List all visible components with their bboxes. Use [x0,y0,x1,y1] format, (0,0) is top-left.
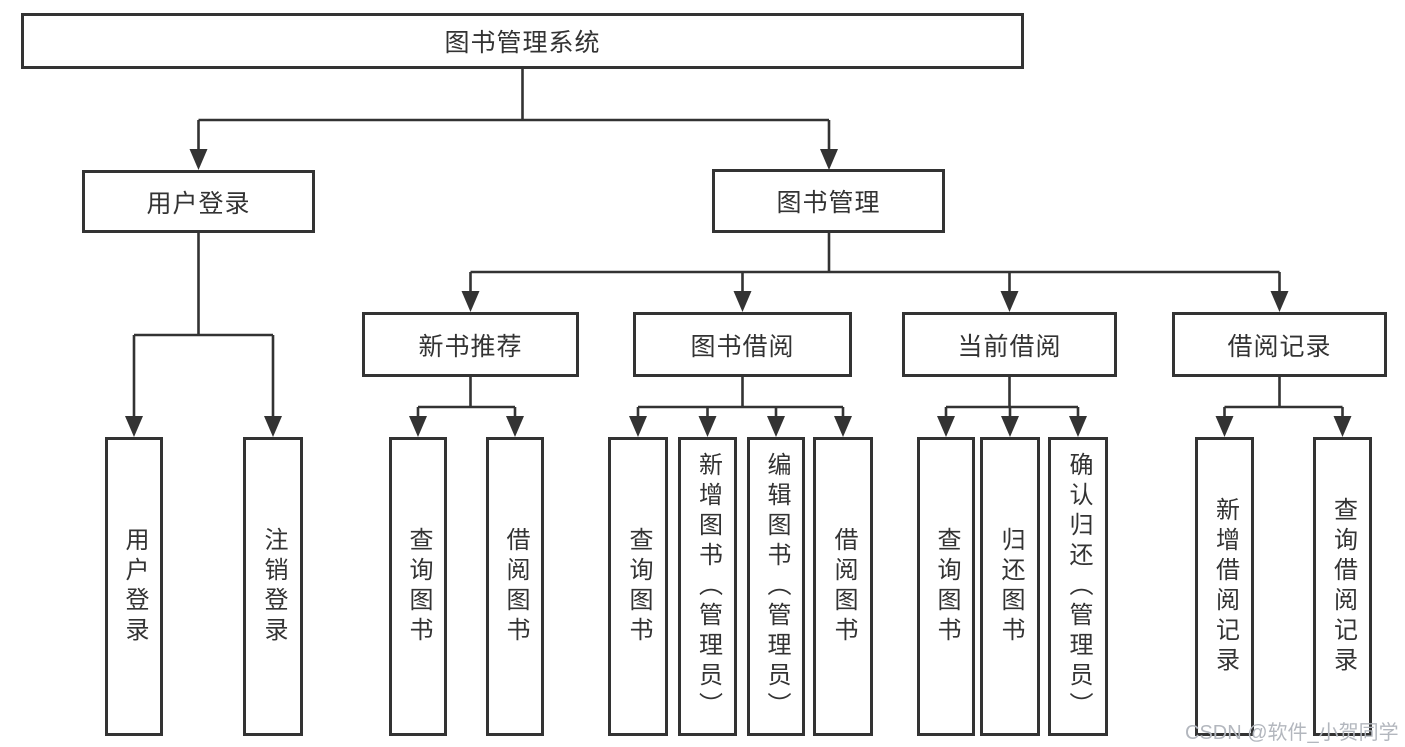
node-label: 查询借阅记录 [1329,496,1357,677]
node-book-borrowing: 图书借阅 [633,312,852,377]
node-label: 查询图书 [625,526,652,647]
node-user-login: 用户登录 [82,170,315,233]
node-logout: 注销登录 [243,437,303,736]
node-borrowing-records: 借阅记录 [1172,312,1387,377]
node-edit-books-admin: 编辑图书（管理员） [747,437,805,736]
node-label: 查询图书 [933,526,960,647]
node-borrow-books-borrow: 借阅图书 [813,437,873,736]
node-query-books-current: 查询图书 [917,437,975,736]
node-label: 借阅图书 [502,526,529,647]
node-return-books: 归还图书 [980,437,1040,736]
connector-root-to-level2 [197,69,831,151]
connector-borrowing-records-children [1223,377,1344,418]
node-label: 新增图书（管理员） [694,451,722,722]
node-label: 新增借阅记录 [1211,496,1239,677]
node-query-books-borrow: 查询图书 [608,437,668,736]
node-label: 查询图书 [405,526,432,647]
arrowheads [125,149,1352,437]
node-query-books-recommend: 查询图书 [389,437,447,736]
node-label: 确认归还（管理员） [1065,451,1092,722]
node-label: 当前借阅 [957,332,1062,361]
connector-new-book-recommendation-children [416,377,517,418]
node-query-borrow-record: 查询借阅记录 [1313,437,1372,736]
connector-user-login-children [132,233,275,418]
node-current-borrowing: 当前借阅 [902,312,1117,377]
node-label: 用户登录 [121,526,148,647]
node-add-borrow-record: 新增借阅记录 [1195,437,1254,736]
node-library-management-system: 图书管理系统 [21,13,1024,69]
node-label: 图书借阅 [690,332,795,361]
node-label: 借阅记录 [1227,332,1332,361]
node-label: 用户登录 [146,189,251,218]
node-add-books-admin: 新增图书（管理员） [678,437,737,736]
node-confirm-return-admin: 确认归还（管理员） [1048,437,1108,736]
csdn-watermark: CSDN @软件_小贺同学 [1185,722,1399,744]
node-label: 借阅图书 [830,526,857,647]
node-label: 注销登录 [260,526,287,647]
node-borrow-books-recommend: 借阅图书 [486,437,544,736]
node-label: 图书管理 [776,189,881,217]
node-book-management: 图书管理 [712,169,945,233]
node-label: 归还图书 [997,526,1024,647]
connector-book-management-children [469,233,1281,293]
node-label: 新书推荐 [418,332,523,361]
node-label: 图书管理系统 [444,29,601,57]
node-label: 编辑图书（管理员） [763,451,790,722]
connector-book-borrowing-children [636,377,845,418]
connector-current-borrowing-children [944,377,1080,418]
node-new-book-recommendation: 新书推荐 [362,312,579,377]
node-user-login-action: 用户登录 [105,437,163,736]
